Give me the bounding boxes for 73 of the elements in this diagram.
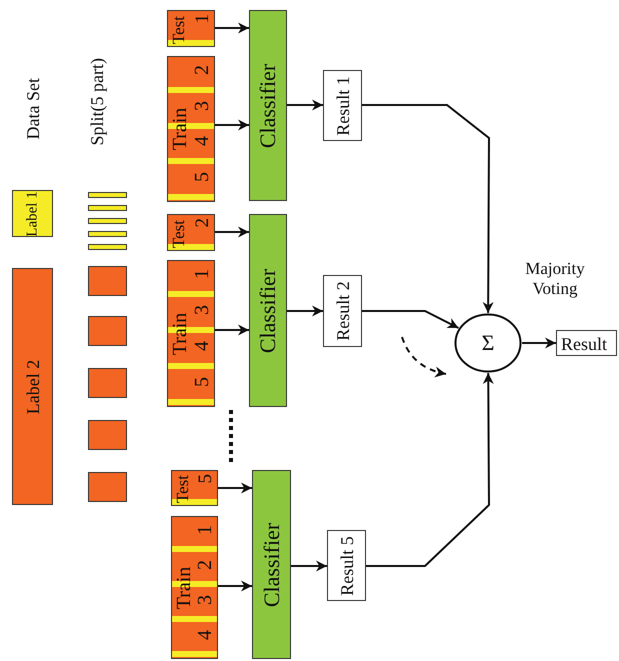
split-bar [88, 218, 127, 224]
split-bar [88, 205, 127, 211]
label-text: 3 [195, 594, 215, 604]
label-text: 1 [193, 14, 212, 24]
split-block [88, 420, 127, 450]
label-text: 1 [195, 524, 215, 534]
label-text: 4 [195, 630, 215, 640]
train-fold-box [171, 516, 218, 659]
label-text: 3 [192, 100, 212, 111]
label-text: 5 [192, 377, 212, 387]
classifier-box [252, 470, 291, 659]
test-fold-box [167, 10, 215, 47]
arrow [218, 482, 252, 494]
arrow [215, 22, 249, 34]
split-block [88, 316, 127, 346]
arrow [215, 120, 249, 130]
label-text: Result [561, 335, 608, 353]
arrow [215, 324, 249, 336]
label-text: Classifier [257, 63, 279, 148]
arrow [366, 373, 494, 567]
arrow [291, 560, 327, 572]
label-text: Label 2 [24, 359, 42, 414]
arrow [287, 100, 323, 110]
label-text: Train [170, 108, 190, 150]
sigma-symbol: Σ [482, 332, 494, 354]
test-fold-box [167, 214, 215, 251]
split-bar [88, 231, 127, 237]
summation-circle [454, 313, 522, 373]
arrow [215, 226, 249, 238]
classifier-box [249, 214, 287, 407]
label-text: 4 [192, 341, 212, 351]
label-text: Result 5 [338, 536, 356, 596]
result-box [323, 275, 362, 347]
train-fold-box [167, 260, 215, 407]
label-text: 4 [192, 136, 212, 146]
arrow [522, 338, 556, 348]
split-bar [88, 192, 127, 198]
split-block [88, 368, 127, 398]
label-text: 2 [193, 218, 212, 228]
result-box [327, 530, 366, 601]
label-text: Label 1 [25, 190, 40, 236]
data-block [12, 268, 53, 505]
result-box [323, 70, 362, 141]
label-text: 2 [195, 560, 215, 570]
split-block [88, 472, 127, 502]
label-text: Test [170, 16, 187, 44]
label-text: Classifier [260, 522, 282, 607]
label-text: Result 1 [334, 76, 352, 136]
label-text: Classifier [257, 268, 279, 353]
arrow [287, 306, 323, 316]
result-box [556, 330, 617, 356]
test-fold-box [171, 470, 218, 506]
train-fold-box [167, 56, 215, 202]
label-text: 1 [192, 269, 212, 279]
label-text: Result 2 [334, 281, 352, 341]
classifier-box [249, 10, 287, 201]
label-text: Test [174, 474, 191, 503]
label-text: 5 [192, 172, 212, 182]
arrow [218, 580, 252, 592]
column-heading: Split(5 part) [88, 58, 106, 146]
label-text: 2 [192, 64, 212, 75]
label-text: Test [170, 220, 187, 248]
split-bar [88, 244, 127, 250]
label-text: 5 [196, 474, 215, 484]
label-text: Train [170, 312, 190, 355]
data-block [12, 190, 53, 237]
label-text: Train [174, 566, 194, 609]
node-caption: Majority Voting [524, 259, 586, 299]
split-block [88, 266, 127, 296]
label-text: 3 [192, 305, 212, 315]
arrow [362, 104, 494, 313]
arrow [362, 310, 459, 329]
column-heading: Data Set [24, 78, 42, 140]
